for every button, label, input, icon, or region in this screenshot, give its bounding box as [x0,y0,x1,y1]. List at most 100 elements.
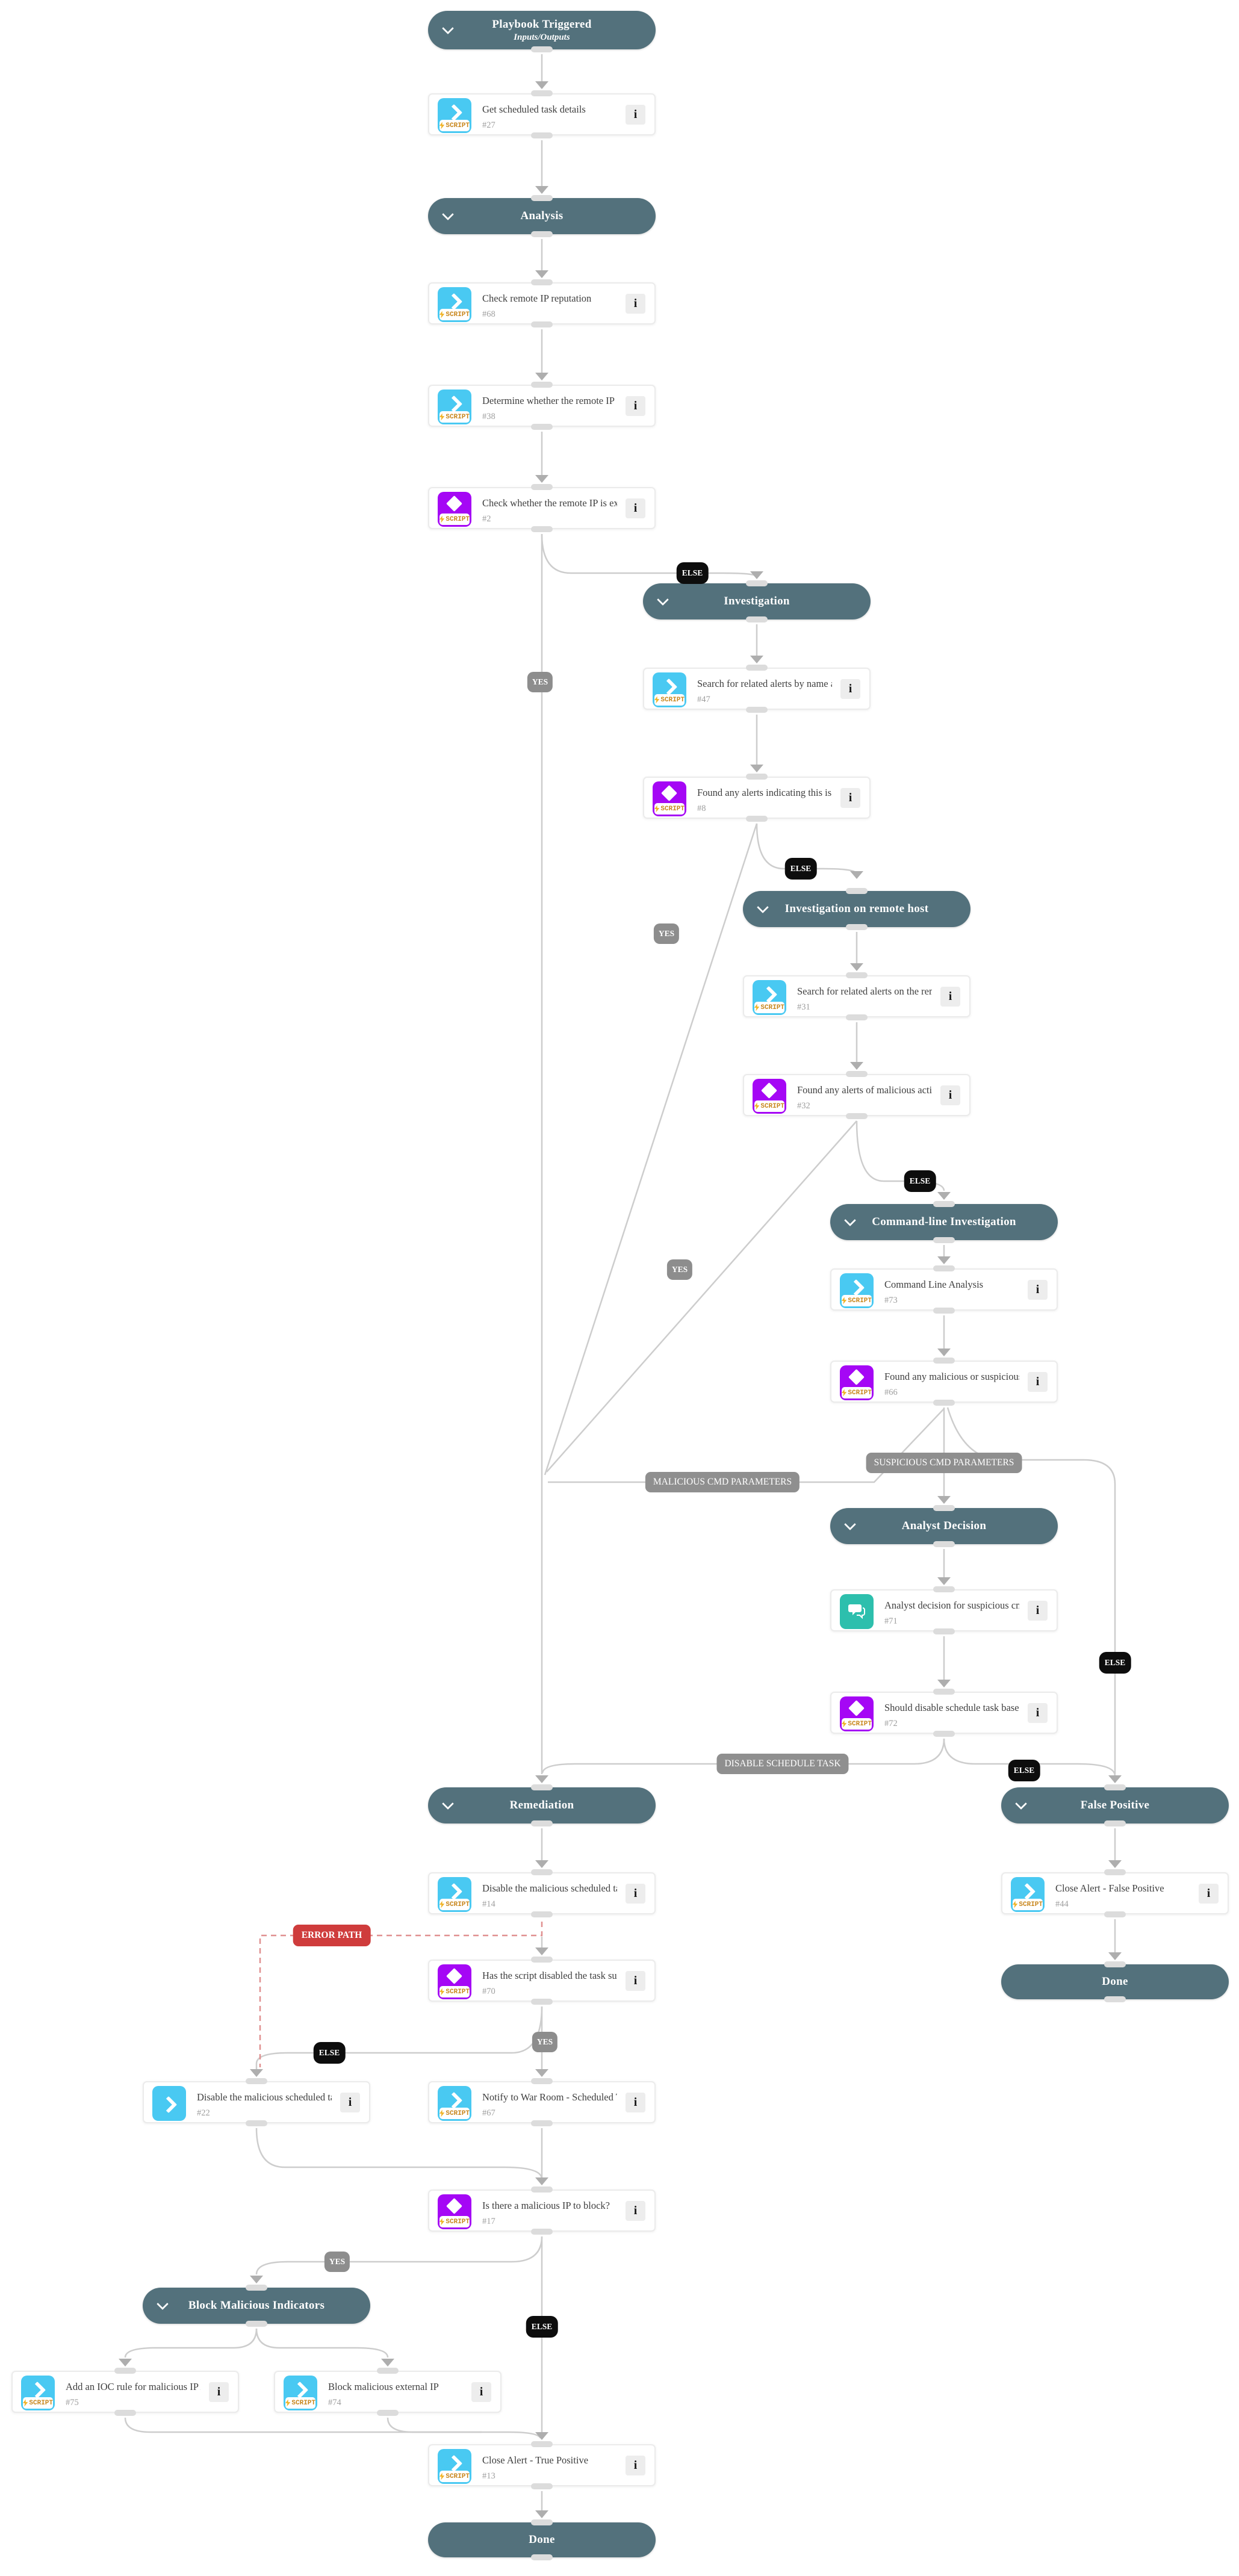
task-card-31[interactable]: SCRIPT Search for related alerts on the … [743,975,970,1017]
connector-port[interactable] [531,2519,553,2525]
connector-port[interactable] [1104,1784,1126,1790]
terminal-done-false-positive[interactable]: Done [1001,1964,1229,1999]
connector-port[interactable] [933,1358,955,1364]
section-investigation[interactable]: Investigation [643,583,871,619]
connector-port[interactable] [246,2078,267,2084]
info-icon[interactable]: i [626,294,645,314]
connector-port[interactable] [531,46,553,52]
task-card-17[interactable]: SCRIPT Is there a malicious IP to block?… [428,2190,656,2232]
chevron-down-icon[interactable] [442,22,454,35]
info-icon[interactable]: i [840,679,860,699]
connector-port[interactable] [531,1869,553,1875]
connector-port[interactable] [531,2483,553,2489]
info-icon[interactable]: i [340,2093,360,2112]
chevron-down-icon[interactable] [1015,1798,1027,1810]
connector-port[interactable] [846,1113,868,1119]
task-card-14[interactable]: SCRIPT Disable the malicious scheduled t… [428,1872,656,1914]
connector-port[interactable] [531,90,553,96]
connector-port[interactable] [531,1784,553,1790]
terminal-done[interactable]: Done [428,2522,656,2557]
connector-port[interactable] [114,2410,136,2416]
connector-port[interactable] [933,1541,955,1547]
connector-port[interactable] [531,231,553,237]
task-card-71[interactable]: SCRIPT Analyst decision for suspicious c… [830,1589,1058,1631]
connector-port[interactable] [1104,1820,1126,1826]
section-block-malicious-indicators[interactable]: Block Malicious Indicators [143,2288,370,2324]
chevron-down-icon[interactable] [442,1798,454,1810]
task-card-70[interactable]: SCRIPT Has the script disabled the task … [428,1960,656,2002]
connector-port[interactable] [746,774,768,780]
connector-port[interactable] [531,132,553,138]
info-icon[interactable]: i [840,788,860,808]
connector-port[interactable] [933,1628,955,1634]
section-playbook-triggered[interactable]: Playbook Triggered Inputs/Outputs [428,11,656,49]
task-card-75[interactable]: SCRIPT Add an IOC rule for malicious IP … [11,2371,239,2413]
connector-port[interactable] [1104,1961,1126,1967]
info-icon[interactable]: i [1028,1703,1048,1723]
connector-port[interactable] [933,1237,955,1243]
task-card-67[interactable]: SCRIPT Notify to War Room - Scheduled Ta… [428,2081,656,2123]
chevron-down-icon[interactable] [657,594,669,606]
info-icon[interactable]: i [1028,1280,1048,1300]
info-icon[interactable]: i [626,2456,645,2475]
task-card-32[interactable]: SCRIPT Found any alerts of malicious act… [743,1074,970,1116]
task-card-22[interactable]: SCRIPT Disable the malicious scheduled t… [143,2081,370,2123]
connector-port[interactable] [531,2441,553,2447]
connector-port[interactable] [933,1689,955,1695]
connector-port[interactable] [933,1731,955,1737]
connector-port[interactable] [846,1071,868,1077]
task-card-72[interactable]: SCRIPT Should disable schedule task base… [830,1692,1058,1734]
connector-port[interactable] [531,424,553,430]
connector-port[interactable] [933,1201,955,1207]
info-icon[interactable]: i [626,2201,645,2221]
chevron-down-icon[interactable] [157,2298,169,2311]
connector-port[interactable] [746,616,768,622]
connector-port[interactable] [531,382,553,388]
connector-port[interactable] [531,1820,553,1826]
connector-port[interactable] [746,665,768,671]
connector-port[interactable] [531,279,553,285]
connector-port[interactable] [933,1586,955,1592]
task-card-66[interactable]: SCRIPT Found any malicious or suspicious… [830,1361,1058,1403]
info-icon[interactable]: i [1028,1372,1048,1392]
section-analysis[interactable]: Analysis [428,198,656,234]
connector-port[interactable] [531,2229,553,2235]
connector-port[interactable] [933,1505,955,1511]
connector-port[interactable] [746,707,768,713]
info-icon[interactable]: i [940,987,960,1007]
connector-port[interactable] [746,580,768,586]
connector-port[interactable] [1104,1996,1126,2002]
section-false-positive[interactable]: False Positive [1001,1787,1229,1823]
connector-port[interactable] [531,526,553,532]
section-command-line-investigation[interactable]: Command-line Investigation [830,1204,1058,1240]
info-icon[interactable]: i [626,2093,645,2112]
info-icon[interactable]: i [626,1884,645,1904]
task-card-74[interactable]: SCRIPT Block malicious external IP #74 i [274,2371,502,2413]
chevron-down-icon[interactable] [757,901,769,914]
connector-port[interactable] [531,2554,553,2560]
chevron-down-icon[interactable] [844,1518,856,1531]
section-remediation[interactable]: Remediation [428,1787,656,1823]
connector-port[interactable] [531,484,553,490]
info-icon[interactable]: i [626,105,645,125]
connector-port[interactable] [531,2186,553,2193]
chevron-down-icon[interactable] [844,1214,856,1227]
connector-port[interactable] [746,816,768,822]
connector-port[interactable] [531,195,553,201]
task-card-27[interactable]: SCRIPT Get scheduled task details #27 i [428,93,656,135]
connector-port[interactable] [377,2368,399,2374]
connector-port[interactable] [846,972,868,978]
info-icon[interactable]: i [626,498,645,518]
connector-port[interactable] [246,2321,267,2327]
connector-port[interactable] [846,888,868,894]
connector-port[interactable] [933,1308,955,1314]
connector-port[interactable] [933,1400,955,1406]
info-icon[interactable]: i [1199,1884,1219,1904]
task-card-68[interactable]: SCRIPT Check remote IP reputation #68 i [428,282,656,324]
connector-port[interactable] [846,1014,868,1020]
connector-port[interactable] [531,2078,553,2084]
connector-port[interactable] [933,1265,955,1271]
info-icon[interactable]: i [940,1085,960,1105]
info-icon[interactable]: i [471,2382,491,2402]
